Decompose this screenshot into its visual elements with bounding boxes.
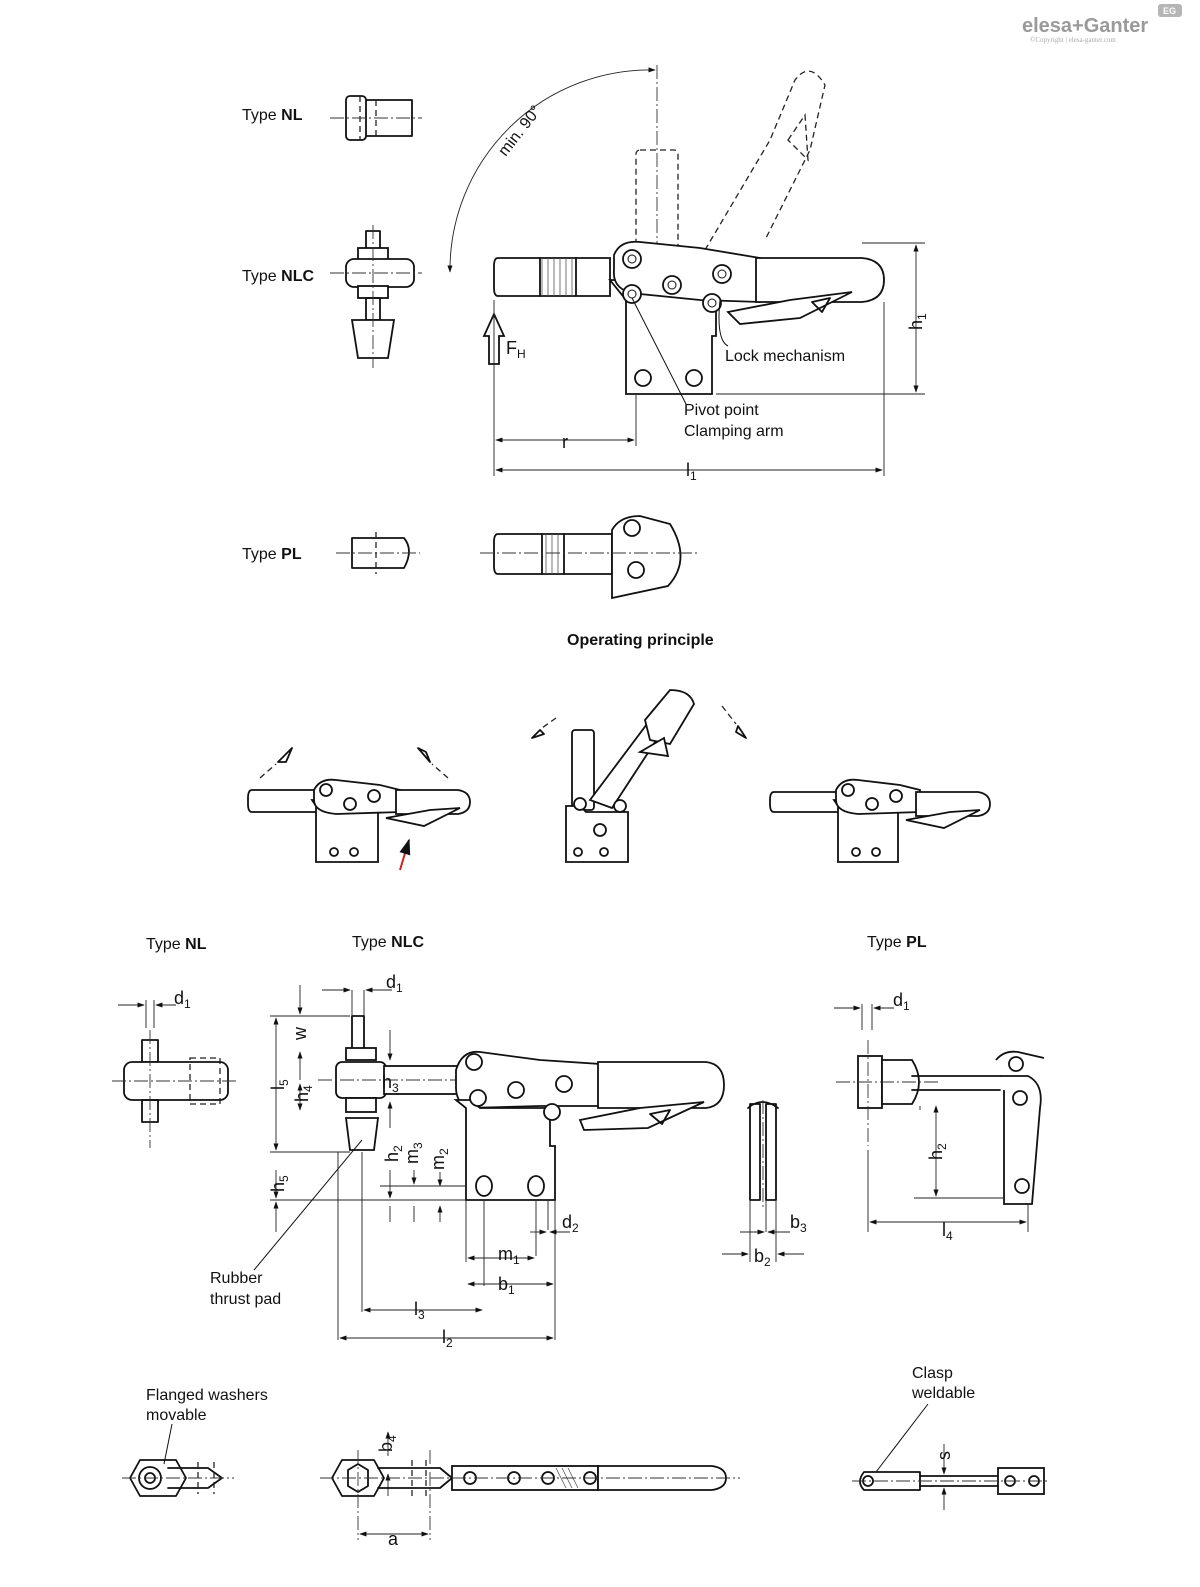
washers-label-line2: movable: [146, 1407, 207, 1424]
pl-top-view: s: [852, 1444, 1050, 1510]
pl-dim-h2: h2: [926, 1143, 949, 1160]
operating-step-3: [769, 778, 991, 863]
nlc-dim-l2: l2: [442, 1327, 453, 1350]
nl-spindle-detail-top: [330, 95, 422, 141]
dim-a: a: [388, 1529, 399, 1549]
nlc-dim-l3: l3: [414, 1299, 425, 1322]
type-nl-label-bottom: Type NL: [146, 936, 207, 953]
angle-label: min. 90°: [495, 103, 545, 160]
washers-leader: [163, 1423, 173, 1465]
pivot-point-label: Pivot point: [684, 402, 759, 419]
type-nlc-label-bottom: Type NLC: [352, 934, 424, 951]
operating-step-2: [531, 689, 747, 863]
pl-dim-l4: l4: [942, 1220, 953, 1243]
nlc-dim-h2: h2: [382, 1145, 405, 1162]
edge-dim-b3: b3: [790, 1212, 807, 1235]
brand-logo: elesa+Ganter ©Copyright | elesa-ganter.c…: [1022, 4, 1182, 44]
operating-principle-title: Operating principle: [567, 632, 714, 649]
lock-mechanism-label: Lock mechanism: [725, 348, 845, 365]
type-pl-label-top: Type PL: [242, 546, 302, 563]
nlc-top-view: b4 a: [320, 1431, 740, 1549]
nlc-dim-h5: h5: [268, 1175, 291, 1192]
type-pl-label-bottom: Type PL: [867, 934, 927, 951]
type-nlc-label-top: Type NLC: [242, 268, 314, 285]
nlc-dim-m3: m3: [402, 1142, 425, 1164]
nlc-main-view: d1 w l5 h4 h5 h3 h2: [210, 972, 725, 1350]
dim-r: r: [562, 432, 568, 452]
nlc-dim-m1: m1: [498, 1244, 520, 1267]
dim-l1: l1: [686, 460, 697, 483]
nlc-dim-m2: m2: [428, 1148, 451, 1170]
logo-text: elesa+Ganter: [1022, 15, 1148, 37]
force-label: FH: [506, 338, 526, 361]
clamping-arm-label: Clamping arm: [684, 423, 784, 440]
dim-h1: h1: [906, 313, 929, 330]
nlc-dim-l5: l5: [268, 1079, 291, 1090]
main-clamp-top: min. 90° h1 FH Lock mechan: [447, 65, 929, 483]
nlc-dim-h3: h3: [382, 1072, 399, 1095]
nl-side-view: d1: [112, 988, 238, 1148]
pl-dim-d1: d1: [893, 990, 910, 1013]
washers-label-line1: Flanged washers: [146, 1387, 268, 1404]
pl-clamp-arm-detail: [480, 515, 700, 600]
edge-dim-b2: b2: [754, 1246, 771, 1269]
badge-text: EG: [1163, 6, 1176, 16]
type-nl-label-top: Type NL: [242, 107, 303, 124]
rubber-label-line1: Rubber: [210, 1270, 263, 1287]
copyright-text: ©Copyright | elesa-ganter.com: [1030, 36, 1116, 44]
nl-top-view: [122, 1459, 234, 1497]
badge-icon: [1158, 4, 1182, 17]
clasp-label-line1: Clasp: [912, 1365, 953, 1382]
nlc-dim-b1: b1: [498, 1274, 515, 1297]
clasp-label-line2: weldable: [911, 1385, 975, 1402]
nlc-dim-h4: h4: [292, 1085, 315, 1102]
pl-spindle-detail: [336, 532, 420, 574]
dim-s: s: [934, 1451, 954, 1460]
nlc-dim-d1: d1: [386, 972, 403, 995]
nlc-spindle-detail-top: [330, 225, 422, 368]
nlc-dim-w: w: [290, 1026, 310, 1041]
dim-b4: b4: [376, 1435, 399, 1452]
nl-dim-d1: d1: [174, 988, 191, 1011]
rubber-label-line2: thrust pad: [210, 1291, 281, 1308]
pl-side-view: d1 h2 l4: [834, 990, 1045, 1243]
edge-view: b3 b2: [722, 1100, 807, 1269]
clasp-leader: [875, 1403, 929, 1473]
operating-step-1: [247, 747, 471, 871]
nlc-dim-d2: d2: [562, 1212, 579, 1235]
